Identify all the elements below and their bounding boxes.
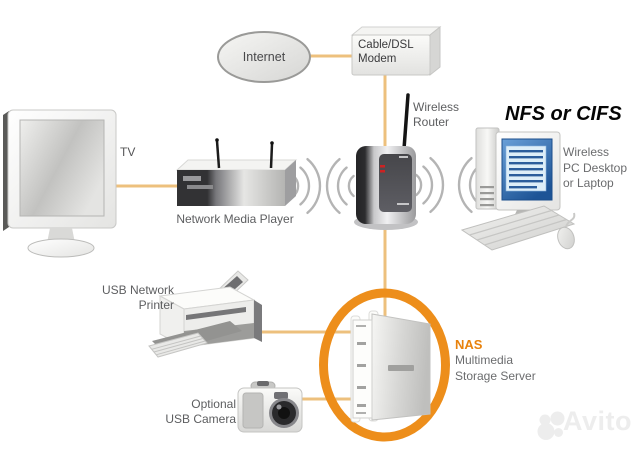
avito-logo-mark xyxy=(537,411,565,440)
modem-node xyxy=(350,25,442,77)
tv-label: TV xyxy=(120,145,136,159)
tv-node xyxy=(3,109,117,258)
pc-label: Wireless PC Desktop or Laptop xyxy=(563,145,628,191)
nas-label: Multimedia Storage Server xyxy=(455,353,536,383)
router-label: Wireless Router xyxy=(413,100,460,129)
watermark-text: Avito xyxy=(563,406,632,436)
nfs-cifs-annotation: NFS or CIFS xyxy=(505,103,622,125)
nas-highlight-ring xyxy=(319,288,450,442)
router-antenna xyxy=(402,93,410,151)
pc-node xyxy=(460,127,576,251)
wireless-waves xyxy=(292,157,487,214)
media-player-node xyxy=(175,138,298,206)
camera-label: Optional USB Camera xyxy=(165,397,236,426)
internet-label: Internet xyxy=(242,50,286,64)
modem-label: Cable/DSL Modem xyxy=(358,39,414,65)
nas-node xyxy=(350,310,431,423)
pc-mouse-cable xyxy=(565,212,576,228)
printer-node xyxy=(148,270,262,358)
camera-node xyxy=(237,381,303,433)
media-player-label: Network Media Player xyxy=(176,212,294,226)
pc-mouse xyxy=(557,226,575,250)
media-player-antenna xyxy=(215,140,221,169)
router-node xyxy=(354,93,418,230)
media-player-antenna xyxy=(269,143,274,169)
internet-node xyxy=(217,31,311,83)
printer-label: USB Network Printer xyxy=(101,283,174,312)
nas-title: NAS xyxy=(455,337,483,352)
